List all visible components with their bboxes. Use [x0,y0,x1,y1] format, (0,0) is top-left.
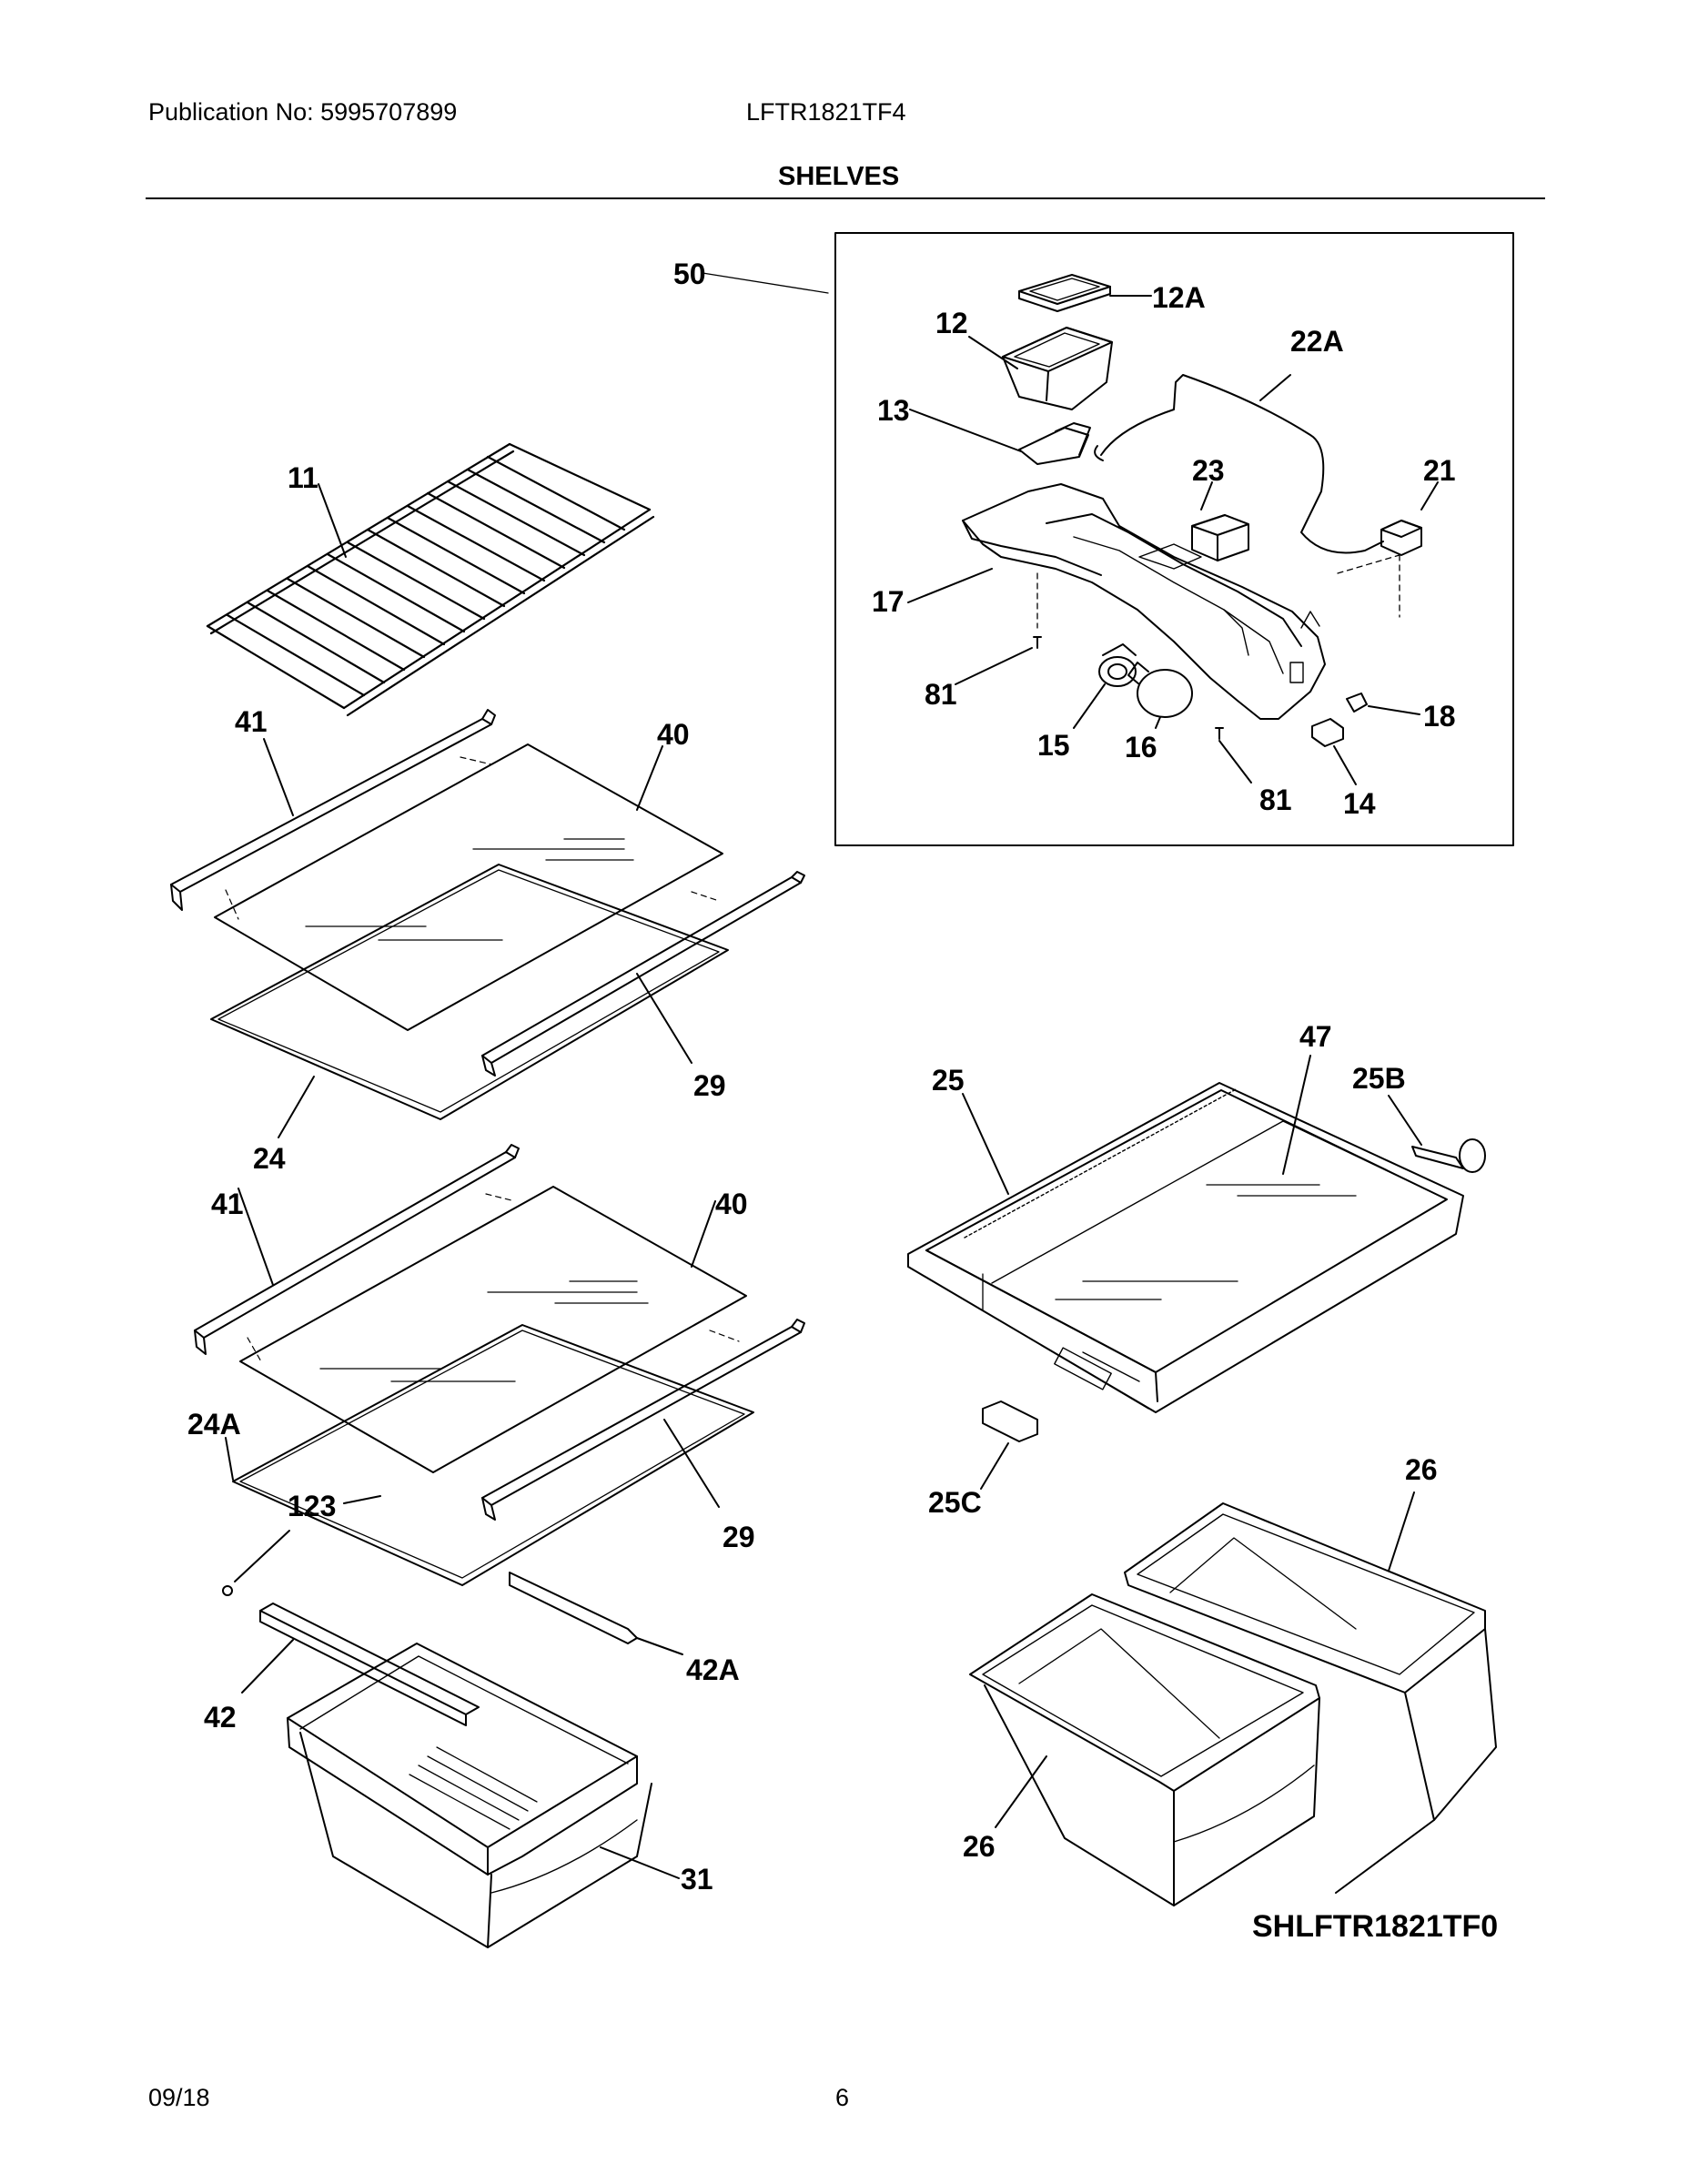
page-number: 6 [835,2084,850,2111]
callout-50: 50 [673,258,706,290]
callout-16: 16 [1125,731,1157,763]
callout-24A: 24A [187,1408,241,1441]
part-25B-knob [1388,1095,1486,1173]
part-17-light-housing [907,483,1400,720]
callout-31: 31 [681,1863,713,1896]
callout-21: 21 [1423,454,1456,487]
callout-24: 24 [253,1142,286,1175]
part-26-crisper-pan-back [1124,1491,1497,1894]
callout-40: 40 [657,718,690,751]
callout-12A: 12A [1152,281,1206,314]
part-12A-filter-frame [1018,274,1152,312]
part-12-filter-housing [968,327,1113,410]
callout-17: 17 [872,585,905,618]
footer-date: 09/18 [148,2084,210,2111]
callout-15: 15 [1037,729,1070,762]
diagram-code: SHLFTR1821TF0 [1252,1909,1499,1944]
callout-14: 14 [1343,787,1376,820]
publication-number: Publication No: 5995707899 [148,98,458,126]
callout-12: 12 [935,307,968,339]
part-81-screw [955,636,1042,685]
part-25C-slide [980,1400,1038,1490]
callout-40-b: 40 [715,1188,748,1220]
callout-25C: 25C [928,1486,982,1519]
part-18-clip [1346,693,1420,715]
callout-81: 81 [925,678,957,711]
callout-22A: 22A [1290,325,1344,358]
callout-42: 42 [204,1701,237,1734]
part-13-bracket [909,409,1091,465]
part-15-lamp-socket [1073,643,1137,729]
part-26-crisper-pan-front [969,1593,1320,1906]
part-16-light-bulb [1127,662,1193,729]
callout-41: 41 [235,705,268,738]
callout-41-b: 41 [211,1188,244,1220]
part-21-light-switch [1380,481,1439,556]
part-81-screw-2 [1215,727,1252,784]
callout-26-b: 26 [963,1830,996,1863]
part-42-drawer-rail [241,1603,480,1726]
callout-18: 18 [1423,700,1456,733]
callout-29-b: 29 [723,1521,755,1553]
section-title: SHELVES [778,162,900,191]
leader-50 [702,272,829,294]
part-11-wire-shelf [206,442,655,717]
part-22A-wire-harness [1094,374,1384,554]
part-14-switch [1311,718,1357,785]
part-23-control [1191,481,1249,561]
callout-47: 47 [1299,1020,1332,1053]
model-number: LFTR1821TF4 [746,98,906,126]
callout-11: 11 [288,461,318,494]
inset-box [834,232,1514,846]
header-divider [146,197,1545,199]
callout-29: 29 [693,1069,726,1102]
part-31-crisper-drawer [287,1643,680,1948]
callout-13: 13 [877,394,910,427]
callout-25: 25 [932,1064,965,1097]
part-25-crisper-cover [907,1055,1464,1413]
callout-42A: 42A [686,1653,740,1686]
callout-81-b: 81 [1259,784,1292,816]
callout-26: 26 [1405,1453,1438,1486]
callout-23: 23 [1192,454,1225,487]
callout-25B: 25B [1352,1062,1406,1095]
callout-123: 123 [288,1490,336,1522]
glass-shelf-lower [194,1144,805,1655]
glass-shelf-upper [170,709,805,1138]
